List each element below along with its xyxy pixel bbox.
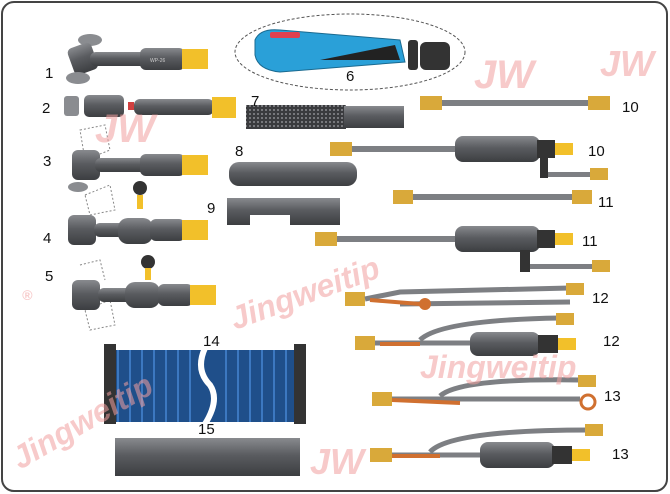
switch-handle-6: [234, 13, 466, 91]
watermark-registered-mark: ®: [22, 287, 33, 303]
cable-10a: [420, 96, 610, 110]
part-label-1: 1: [45, 65, 53, 82]
watermark-brand: Jingweitip: [420, 349, 576, 385]
cable-13a: [372, 375, 597, 411]
cable-11b: [315, 226, 610, 272]
part-label-14: 14: [203, 333, 220, 350]
torch-5: [72, 255, 216, 331]
part-label-13b: 13: [612, 446, 629, 463]
part-label-12b: 12: [603, 333, 620, 350]
part-label-12a: 12: [592, 290, 609, 307]
part-label-10a: 10: [622, 99, 639, 116]
part-label-3: 3: [43, 153, 51, 170]
part-label-11b: 11: [582, 233, 598, 250]
torch-1: [66, 34, 208, 84]
torch-2: [64, 95, 236, 118]
part-label-13a: 13: [604, 388, 621, 405]
cable-13b: [370, 424, 603, 468]
coiled-hose-14: [104, 344, 306, 426]
part-label-4: 4: [43, 230, 51, 247]
cable-12a: [345, 283, 584, 310]
part-label-10b: 10: [588, 143, 605, 160]
hose-15: [115, 438, 300, 476]
part-label-8: 8: [235, 143, 243, 160]
part-label-9: 9: [207, 200, 215, 217]
boot-8: [229, 162, 357, 186]
torch-marking: WP-26: [150, 58, 166, 64]
part-label-7: 7: [251, 93, 259, 110]
part-label-11a: 11: [598, 194, 614, 211]
sheath-7-end: [344, 106, 404, 128]
cable-10b: [330, 136, 608, 180]
part-label-5: 5: [45, 268, 53, 285]
torch-3: [68, 124, 208, 216]
sheath-7: [246, 105, 346, 129]
cable-12b: [355, 313, 576, 356]
part-label-15: 15: [198, 421, 215, 438]
part-label-2: 2: [42, 100, 50, 117]
torch-4: [68, 181, 208, 245]
cable-11a: [393, 190, 592, 204]
watermark-logo: JW: [310, 441, 367, 482]
watermark-logo: JW: [95, 107, 158, 151]
adapter-9: [227, 198, 340, 225]
watermark-logo: JW: [474, 53, 537, 97]
part-label-6: 6: [346, 68, 354, 85]
watermark-logo: JW: [600, 43, 657, 84]
